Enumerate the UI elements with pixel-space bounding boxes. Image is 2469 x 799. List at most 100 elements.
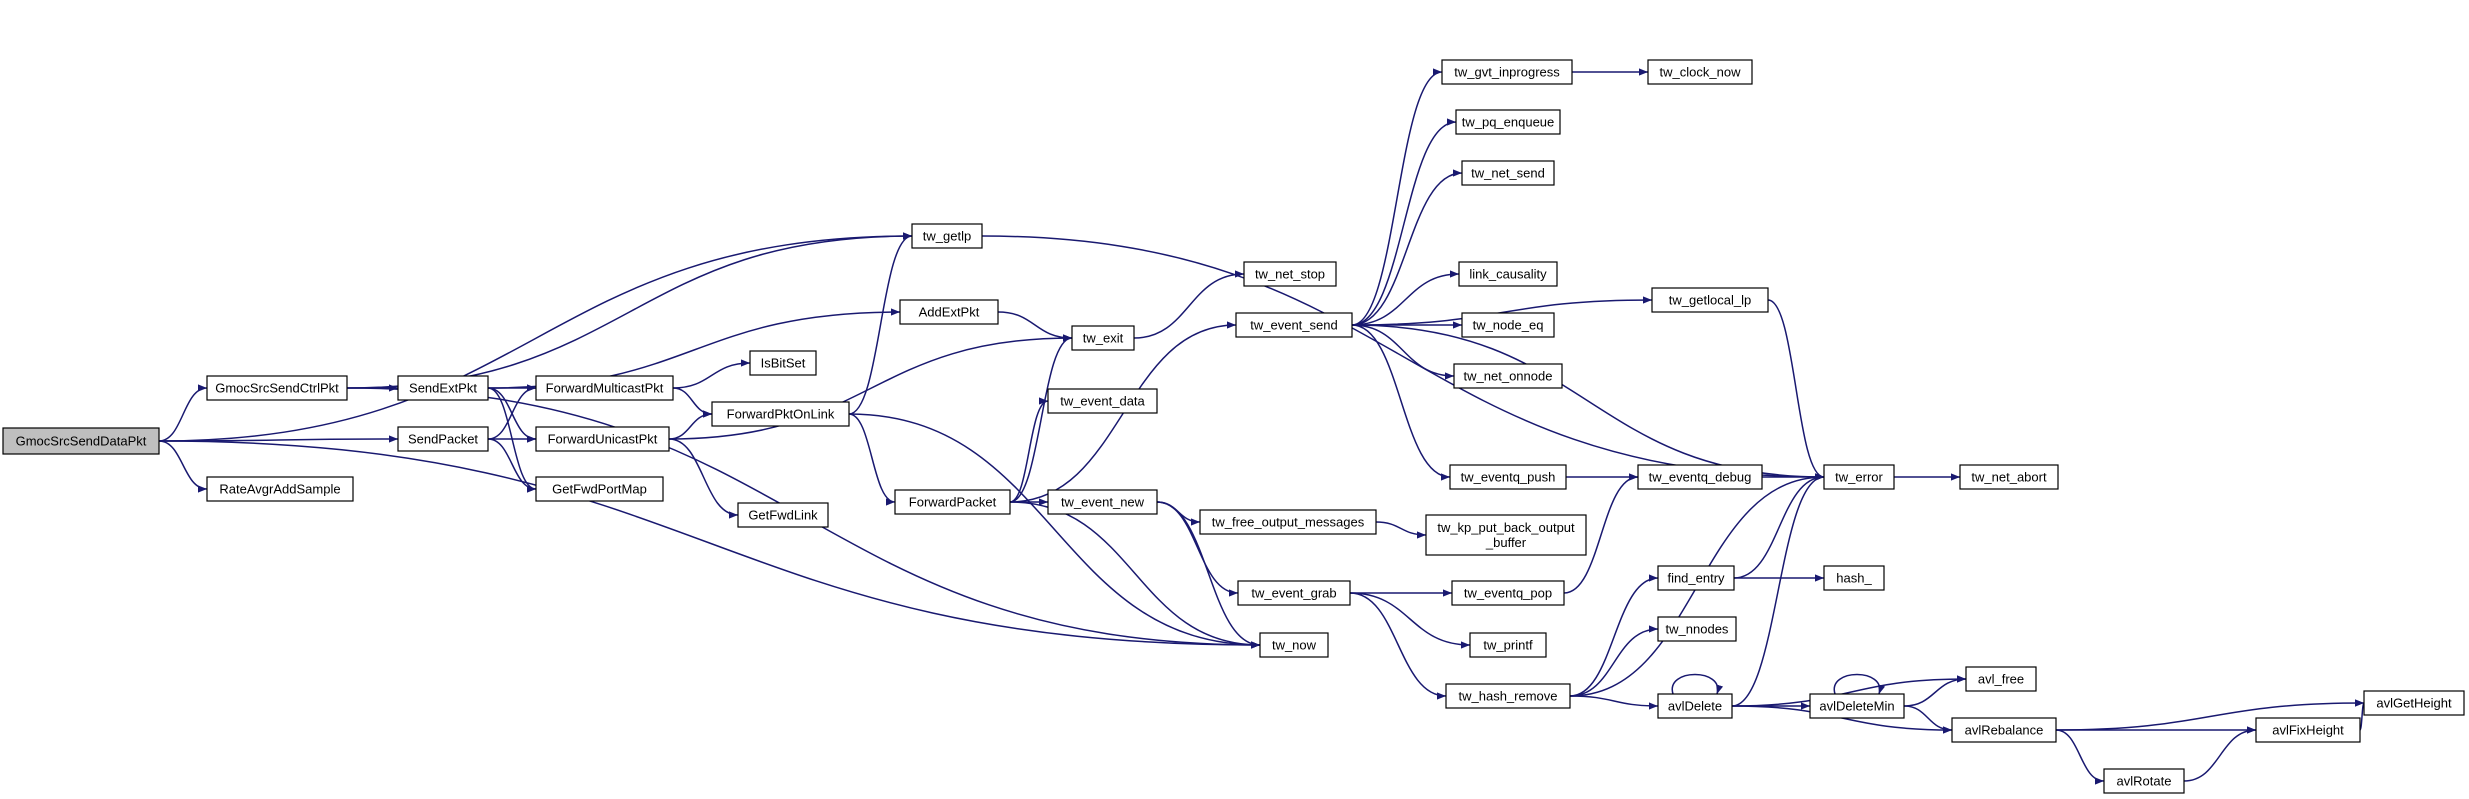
- edge-tw_event_send-to-tw_error: [1351, 324, 1825, 481]
- edge-avl_rebalance-to-avl_get_height: [2055, 699, 2365, 731]
- edge-avl_fix_height-to-avl_get_height: [2354, 699, 2365, 731]
- node-gmoc_src_send_ctrl[interactable]: GmocSrcSendCtrlPkt: [206, 375, 348, 401]
- node-tw_event_data[interactable]: tw_event_data: [1047, 388, 1158, 414]
- edge-forward_unicast-to-tw_exit: [668, 334, 1073, 440]
- node-box: [206, 375, 348, 401]
- edge-tw_exit-to-tw_net_stop: [1133, 270, 1245, 339]
- node-tw_node_eq[interactable]: tw_node_eq: [1461, 312, 1555, 338]
- node-tw_net_send[interactable]: tw_net_send: [1461, 160, 1555, 186]
- node-label: tw_eventq_pop: [1464, 586, 1552, 601]
- node-tw_net_abort[interactable]: tw_net_abort: [1959, 464, 2059, 490]
- node-avl_rotate[interactable]: avlRotate: [2103, 768, 2185, 794]
- node-send_packet[interactable]: SendPacket: [397, 426, 489, 452]
- edge-avl_delete-to-tw_error: [1731, 473, 1825, 707]
- node-tw_event_send[interactable]: tw_event_send: [1235, 312, 1353, 338]
- node-tw_gvt_inprogress[interactable]: tw_gvt_inprogress: [1441, 59, 1573, 85]
- edge-tw_event_send-to-tw_net_onnode: [1351, 324, 1455, 380]
- node-tw_now[interactable]: tw_now: [1259, 632, 1329, 658]
- node-label: avlRotate: [2117, 774, 2172, 789]
- node-label: tw_event_send: [1250, 318, 1337, 333]
- node-box: [2103, 768, 2185, 794]
- node-label: find_entry: [1667, 571, 1725, 586]
- node-label: tw_node_eq: [1473, 318, 1544, 333]
- node-tw_eventq_pop[interactable]: tw_eventq_pop: [1451, 580, 1565, 606]
- node-label: avlFixHeight: [2272, 723, 2344, 738]
- node-box: [1199, 509, 1377, 535]
- node-link_causality[interactable]: link_causality: [1458, 261, 1558, 287]
- node-box: [1951, 717, 2057, 743]
- node-tw_eventq_debug[interactable]: tw_eventq_debug: [1637, 464, 1763, 490]
- node-rate_avgr_add_sample[interactable]: RateAvgrAddSample: [206, 476, 354, 502]
- node-avl_rebalance[interactable]: avlRebalance: [1951, 717, 2057, 743]
- node-tw_getlocal_lp[interactable]: tw_getlocal_lp: [1651, 287, 1769, 313]
- node-label: avlRebalance: [1965, 723, 2044, 738]
- node-tw_exit[interactable]: tw_exit: [1071, 325, 1135, 351]
- node-avl_delete[interactable]: avlDelete: [1657, 693, 1733, 719]
- node-box: [2255, 717, 2361, 743]
- node-tw_printf[interactable]: tw_printf: [1469, 632, 1547, 658]
- node-tw_eventq_push[interactable]: tw_eventq_push: [1449, 464, 1567, 490]
- edge-tw_hash_remove-to-tw_nnodes: [1569, 625, 1659, 697]
- node-forward_packet[interactable]: ForwardPacket: [894, 489, 1011, 515]
- edge-forward_unicast-to-get_fwd_link: [668, 438, 739, 519]
- edge-avl_rebalance-to-avl_rotate: [2055, 729, 2105, 785]
- edge-gmoc_src_send_ctrl-to-tw_getlp: [346, 232, 913, 389]
- node-tw_nnodes[interactable]: tw_nnodes: [1657, 616, 1737, 642]
- node-forward_pkt_on_link[interactable]: ForwardPktOnLink: [711, 401, 850, 427]
- node-box: [206, 476, 354, 502]
- node-label: tw_eventq_push: [1461, 470, 1556, 485]
- node-box: [1071, 325, 1135, 351]
- node-label: tw_net_send: [1471, 166, 1545, 181]
- node-gmoc_src_send_data[interactable]: GmocSrcSendDataPkt: [2, 427, 160, 455]
- node-label: tw_kp_put_back_output: [1437, 520, 1575, 535]
- node-add_ext_pkt[interactable]: AddExtPkt: [899, 299, 999, 325]
- call-nodes: GmocSrcSendDataPkt GmocSrcSendCtrlPktRate…: [2, 59, 2465, 794]
- node-tw_kp_put_back[interactable]: tw_kp_put_back_output_buffer: [1425, 514, 1587, 556]
- node-box: [737, 502, 829, 528]
- node-is_bit_set[interactable]: IsBitSet: [749, 350, 817, 376]
- edge-tw_event_grab-to-tw_printf: [1349, 592, 1471, 649]
- edge-tw_eventq_pop-to-tw_eventq_debug: [1563, 473, 1639, 594]
- node-hash_[interactable]: hash_: [1823, 565, 1885, 591]
- node-label: link_causality: [1469, 267, 1547, 282]
- node-avl_free[interactable]: avl_free: [1965, 666, 2037, 692]
- node-avl_fix_height[interactable]: avlFixHeight: [2255, 717, 2361, 743]
- node-find_entry[interactable]: find_entry: [1657, 565, 1735, 591]
- node-box: [1047, 489, 1158, 515]
- node-box: [535, 375, 674, 401]
- node-tw_event_grab[interactable]: tw_event_grab: [1237, 580, 1351, 606]
- node-avl_delete_min[interactable]: avlDeleteMin: [1809, 693, 1905, 719]
- edge-tw_event_send-to-tw_pq_enqueue: [1351, 118, 1457, 326]
- node-label: GmocSrcSendCtrlPkt: [215, 381, 339, 396]
- node-label: tw_error: [1835, 470, 1883, 485]
- node-box: [1823, 464, 1895, 490]
- node-tw_net_stop[interactable]: tw_net_stop: [1243, 261, 1337, 287]
- node-tw_hash_remove[interactable]: tw_hash_remove: [1445, 683, 1571, 709]
- node-label: tw_getlocal_lp: [1669, 293, 1751, 308]
- edge-avl_delete_min-to-avl_free: [1903, 675, 1967, 707]
- node-get_fwd_link[interactable]: GetFwdLink: [737, 502, 829, 528]
- node-tw_getlp[interactable]: tw_getlp: [911, 223, 983, 249]
- node-tw_net_onnode[interactable]: tw_net_onnode: [1453, 363, 1563, 389]
- node-tw_free_output_messages[interactable]: tw_free_output_messages: [1199, 509, 1377, 535]
- node-box: [1657, 616, 1737, 642]
- node-tw_pq_enqueue[interactable]: tw_pq_enqueue: [1455, 109, 1561, 135]
- node-tw_error[interactable]: tw_error: [1823, 464, 1895, 490]
- edge-gmoc_src_send_data-to-tw_getlp: [158, 232, 913, 442]
- node-box: [899, 299, 999, 325]
- node-get_fwd_port_map[interactable]: GetFwdPortMap: [535, 476, 664, 502]
- node-send_ext_pkt[interactable]: SendExtPkt: [397, 375, 489, 401]
- edge-forward_packet-to-tw_exit: [1009, 334, 1073, 503]
- node-tw_event_new[interactable]: tw_event_new: [1047, 489, 1158, 515]
- node-box: [1453, 363, 1563, 389]
- node-label: hash_: [1836, 571, 1872, 586]
- node-label: tw_printf: [1483, 638, 1533, 653]
- node-forward_multicast[interactable]: ForwardMulticastPkt: [535, 375, 674, 401]
- node-tw_clock_now[interactable]: tw_clock_now: [1647, 59, 1753, 85]
- node-box: [1455, 109, 1561, 135]
- node-forward_unicast[interactable]: ForwardUnicastPkt: [535, 426, 670, 452]
- node-box: [1237, 580, 1351, 606]
- node-box: [1959, 464, 2059, 490]
- node-avl_get_height[interactable]: avlGetHeight: [2363, 690, 2465, 716]
